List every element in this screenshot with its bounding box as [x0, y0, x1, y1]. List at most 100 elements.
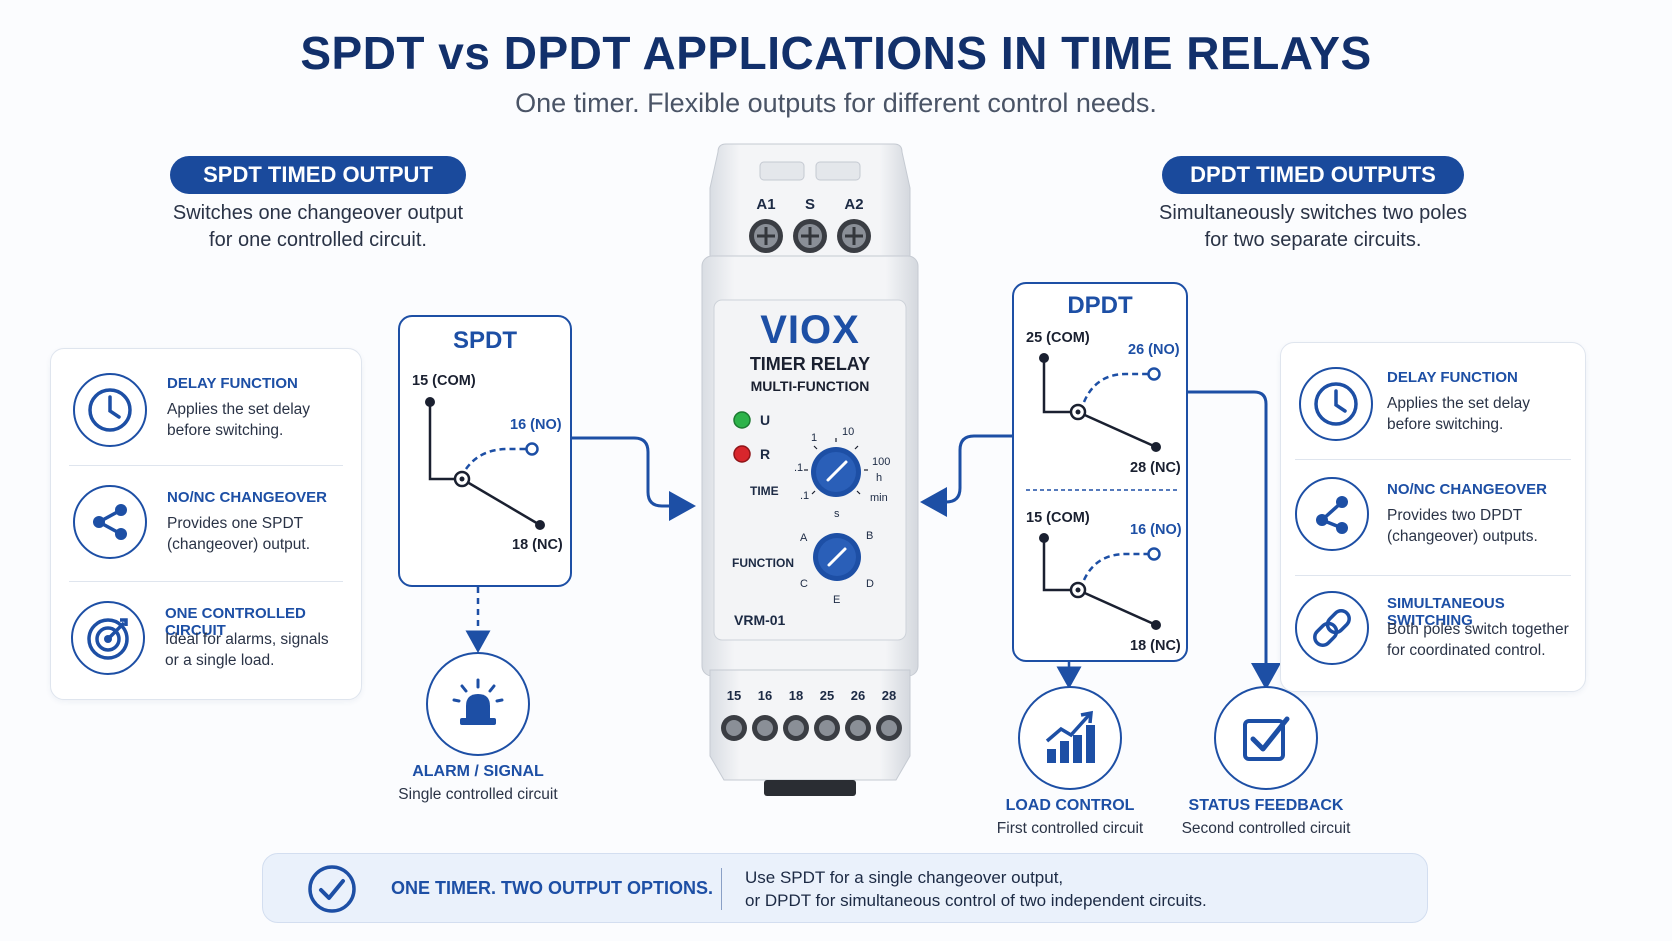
- function-scale-e: E: [833, 594, 841, 606]
- dpdt-pole1-nc-label: 28 (NC): [1130, 460, 1181, 476]
- footer-divider: [721, 868, 722, 910]
- feature-title: DELAY FUNCTION: [167, 375, 298, 392]
- feature-row-delay: DELAY FUNCTION Applies the set delay bef…: [51, 367, 361, 467]
- dpdt-pole2-nc-label: 18 (NC): [1130, 638, 1181, 654]
- device-brand-logo: VIOX: [760, 308, 860, 352]
- feature-title: DELAY FUNCTION: [1387, 369, 1518, 386]
- link-icon: [1295, 591, 1369, 665]
- share-icon: [73, 485, 147, 559]
- led-u-label: U: [760, 412, 771, 428]
- time-scale-min: min: [870, 492, 888, 504]
- feature-title: NO/NC CHANGEOVER: [1387, 481, 1548, 498]
- dpdt-pole1-no-label: 26 (NO): [1128, 342, 1180, 358]
- feature-desc: Applies the set delay before switching.: [167, 399, 310, 441]
- function-scale-b: B: [866, 530, 874, 542]
- dpdt-desc-line2: for two separate circuits.: [1204, 229, 1422, 251]
- time-scale-h: h: [876, 472, 883, 484]
- bottom-terminal-28: 28: [881, 688, 897, 703]
- function-dial[interactable]: [812, 532, 862, 582]
- spdt-com-label: 15 (COM): [412, 373, 476, 389]
- footer-headline: ONE TIMER. TWO OUTPUT OPTIONS.: [391, 878, 713, 898]
- footer-line2: or DPDT for simultaneous control of two …: [745, 891, 1207, 910]
- top-terminal-a2: A2: [844, 196, 864, 213]
- feature-row-simultaneous: SIMULTANEOUS SWITCHING Both poles switch…: [1281, 587, 1585, 687]
- time-scale-100: 100: [872, 456, 891, 468]
- spdt-contact-symbol: [425, 397, 545, 530]
- feature-desc-line1: Both poles switch together: [1387, 621, 1569, 638]
- check-box-icon: [1214, 686, 1318, 790]
- spdt-nc-label: 18 (NC): [512, 537, 563, 553]
- led-indicators: [733, 411, 751, 463]
- feature-title: SIMULTANEOUS SWITCHING: [1387, 595, 1505, 629]
- spdt-features-card: DELAY FUNCTION Applies the set delay bef…: [50, 348, 362, 700]
- function-scale-a: A: [800, 532, 808, 544]
- dpdt-diagram-title: DPDT: [1067, 292, 1133, 319]
- app-status-title: STATUS FEEDBACK: [1188, 797, 1344, 814]
- feature-desc-line1: Applies the set delay: [167, 401, 311, 418]
- feature-desc-line1: Provides one SPDT: [167, 515, 304, 532]
- time-scale-1: 1: [811, 432, 818, 444]
- feature-desc: Ideal for alarms, signals or a single lo…: [165, 629, 329, 671]
- dpdt-pole1-com-label: 25 (COM): [1026, 330, 1090, 346]
- growth-chart-icon: [1018, 686, 1122, 790]
- spdt-no-label: 16 (NO): [510, 417, 562, 433]
- time-scale-10: 10: [842, 426, 855, 438]
- feature-desc-line1: Provides two DPDT: [1387, 507, 1523, 524]
- feature-desc-line2: (changeover) outputs.: [1387, 528, 1538, 545]
- footer-text: Use SPDT for a single changeover output,…: [745, 866, 1207, 912]
- bottom-terminal-16: 16: [757, 688, 773, 703]
- bottom-terminal-screws: [721, 715, 902, 741]
- clock-icon: [1299, 367, 1373, 441]
- bottom-terminal-26: 26: [850, 688, 866, 703]
- check-circle-icon: [307, 864, 357, 914]
- feature-desc-line2: or a single load.: [165, 652, 275, 669]
- app-load-desc: First controlled circuit: [996, 820, 1144, 837]
- dpdt-pole2-com-label: 15 (COM): [1026, 510, 1090, 526]
- bottom-terminal-15: 15: [726, 688, 742, 703]
- footer-line1: Use SPDT for a single changeover output,: [745, 868, 1064, 887]
- time-scale-s: s: [834, 508, 840, 520]
- bottom-terminal-18: 18: [788, 688, 804, 703]
- divider: [69, 581, 343, 582]
- feature-desc: Both poles switch together for coordinat…: [1387, 619, 1569, 661]
- function-scale-c: C: [800, 578, 808, 590]
- dpdt-section-pill: DPDT TIMED OUTPUTS: [1162, 156, 1464, 194]
- page-subtitle: One timer. Flexible outputs for differen…: [515, 88, 1157, 118]
- timer-relay-device: A1 S A2 VIOX TIMER RELAY MULTI-FUNCTION …: [700, 140, 920, 800]
- feature-row-changeover: NO/NC CHANGEOVER Provides two DPDT (chan…: [1281, 473, 1585, 573]
- feature-row-delay: DELAY FUNCTION Applies the set delay bef…: [1281, 361, 1585, 461]
- top-terminal-screws: [749, 219, 871, 253]
- time-label: TIME: [750, 484, 779, 498]
- feature-title: NO/NC CHANGEOVER: [167, 489, 328, 506]
- led-r-label: R: [760, 446, 771, 462]
- function-label: FUNCTION: [732, 556, 794, 570]
- feature-row-changeover: NO/NC CHANGEOVER Provides one SPDT (chan…: [51, 481, 361, 581]
- clock-icon: [73, 373, 147, 447]
- spdt-section-pill: SPDT TIMED OUTPUT: [170, 156, 466, 194]
- feature-desc: Provides one SPDT (changeover) output.: [167, 513, 310, 555]
- spdt-diagram-card: SPDT 15 (COM) 16 (NO) 18 (NC): [398, 315, 572, 587]
- time-dial[interactable]: [810, 446, 862, 498]
- alarm-beacon-icon: [426, 652, 530, 756]
- top-terminal-a1: A1: [756, 196, 776, 213]
- feature-desc: Applies the set delay before switching.: [1387, 393, 1530, 435]
- time-dial-ticks: [804, 438, 868, 495]
- device-subname: MULTI-FUNCTION: [750, 378, 870, 394]
- time-scale-01b: .1: [800, 490, 810, 502]
- device-name: TIMER RELAY: [749, 354, 871, 374]
- time-scale-01: .1: [794, 462, 804, 474]
- feature-desc-line2: for coordinated control.: [1387, 642, 1546, 659]
- dpdt-features-card: DELAY FUNCTION Applies the set delay bef…: [1280, 342, 1586, 692]
- bottom-terminal-25: 25: [819, 688, 835, 703]
- device-model: VRM-01: [734, 612, 786, 628]
- feature-desc-line1: Ideal for alarms, signals: [165, 631, 329, 648]
- dpdt-desc-line1: Simultaneously switches two poles: [1159, 202, 1467, 224]
- app-alarm-desc: Single controlled circuit: [398, 786, 558, 803]
- feature-desc-line2: before switching.: [167, 422, 284, 439]
- target-icon: [71, 601, 145, 675]
- feature-desc-line1: Applies the set delay: [1387, 395, 1531, 412]
- spdt-desc-line2: for one controlled circuit.: [209, 229, 427, 251]
- divider: [1295, 459, 1571, 460]
- spdt-diagram-title: SPDT: [452, 327, 517, 354]
